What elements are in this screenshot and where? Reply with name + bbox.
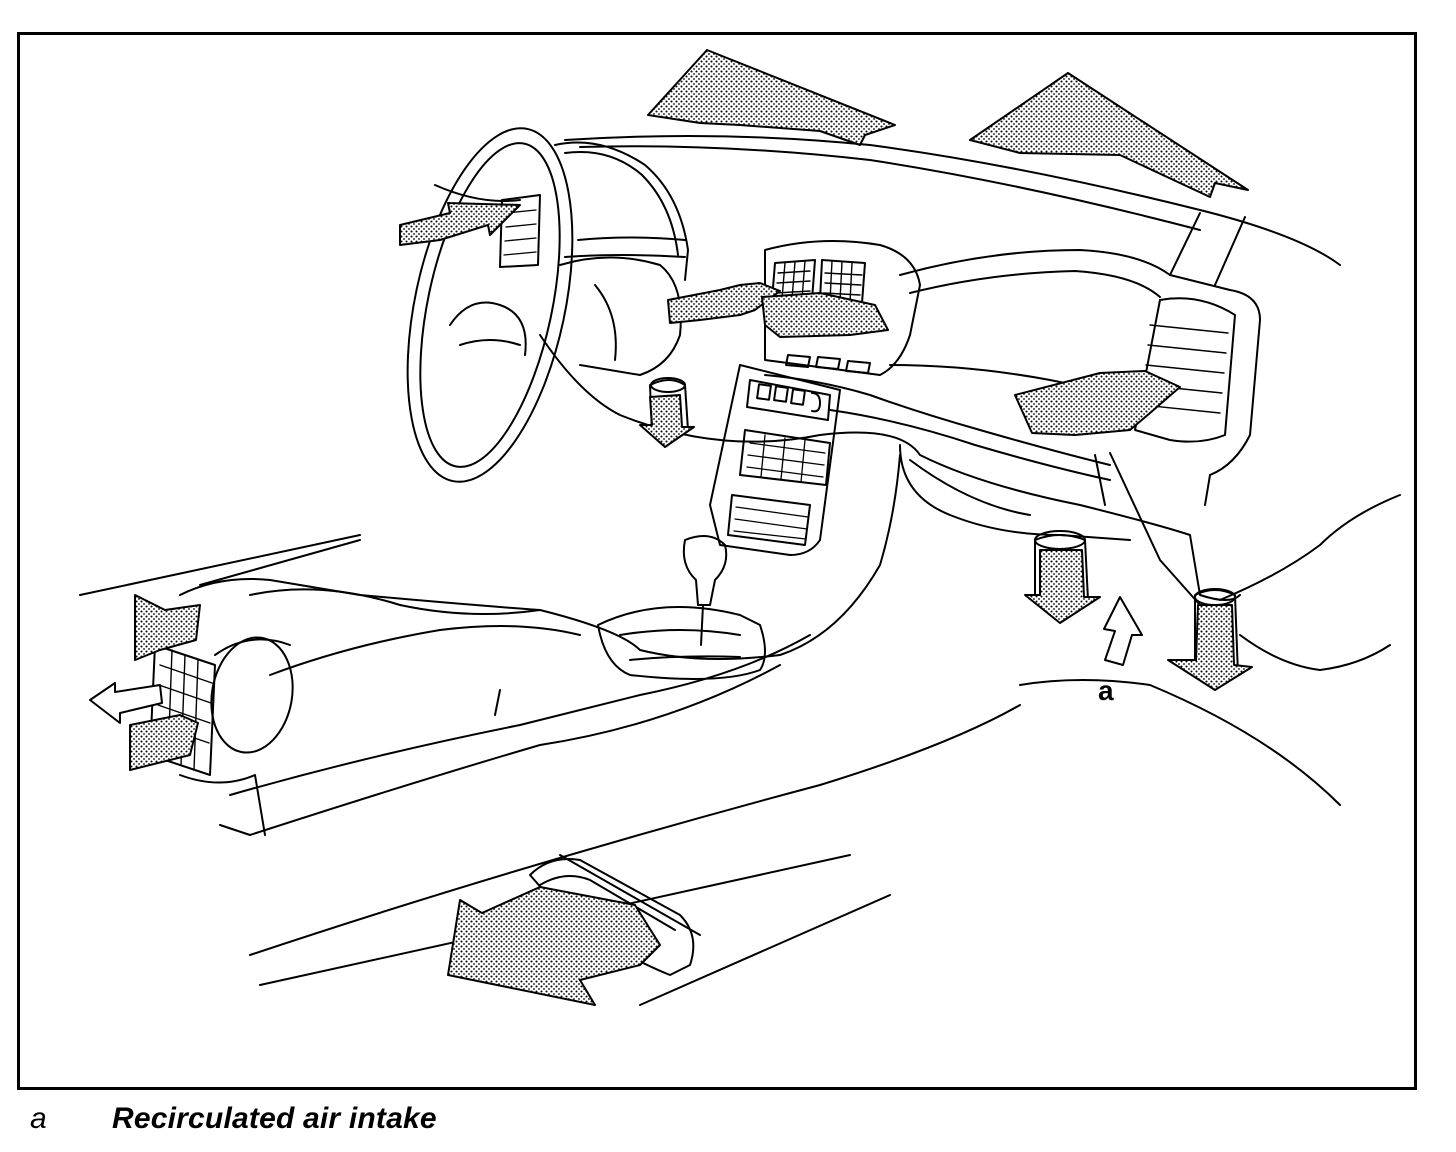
callout-label-a: a (1098, 675, 1114, 706)
dashboard-top-edge (564, 135, 1341, 266)
right-footwell-airflow-arrow (1167, 604, 1253, 691)
defrost-airflow-arrow-right (969, 72, 1249, 198)
dashboard-airflow-diagram: a (20, 35, 1401, 1006)
center-vent-airflow-arrow-right (761, 292, 889, 338)
center-vent-housing (764, 240, 921, 376)
driver-vent-airflow-arrow (399, 202, 521, 246)
rear-console-vent (149, 644, 216, 776)
dashboard-top-edge-inner (579, 145, 1201, 231)
rear-floor-airflow-arrow (447, 886, 661, 1006)
steering-wheel (406, 127, 574, 483)
glovebox (899, 249, 1261, 506)
passenger-vent-airflow-arrow (1014, 370, 1181, 436)
gear-gate (597, 606, 766, 680)
instrument-binnacle (554, 141, 689, 281)
legend-text: Recirculated air intake (112, 1102, 437, 1135)
rear-vent-airflow-arrow-lower (129, 714, 199, 771)
left-footwell-airflow-arrow (639, 394, 695, 448)
rear-vent-outflow-arrow (89, 682, 163, 724)
gear-shifter (682, 535, 728, 606)
radio-unit (727, 494, 811, 546)
recirculated-air-intake-arrow (1103, 596, 1143, 666)
steering-column (559, 256, 682, 376)
climate-control-panel (739, 429, 831, 486)
console-armrest-end (210, 636, 294, 754)
dashboard-face (539, 334, 1241, 601)
center-stack (709, 364, 841, 556)
rear-duct-floor-line-2 (639, 894, 891, 1006)
figure-legend: a Recirculated air intake (0, 1102, 1456, 1142)
floor-edge (20, 35, 360, 595)
rear-vent-airflow-arrow-upper (134, 594, 201, 661)
illustration-frame: a (17, 32, 1417, 1090)
center-footwell-airflow-arrow (1024, 549, 1101, 624)
defrost-airflow-arrow-left (647, 49, 896, 146)
legend-key: a (30, 1102, 47, 1135)
right-side-vent (1134, 297, 1236, 443)
